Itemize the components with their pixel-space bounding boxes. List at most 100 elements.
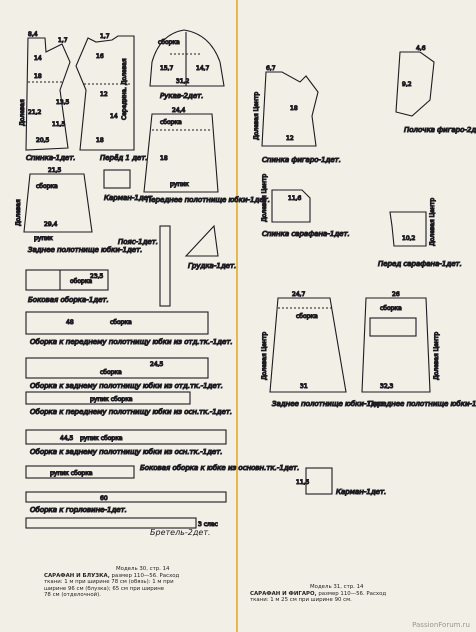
svg-text:Рукав-2дет.: Рукав-2дет. xyxy=(160,92,203,100)
svg-text:14: 14 xyxy=(34,55,42,62)
svg-text:48: 48 xyxy=(66,319,74,326)
svg-text:Оборка к переднему полотнищу ю: Оборка к переднему полотнищу юбки из отд… xyxy=(30,338,233,346)
svg-text:сборка: сборка xyxy=(158,39,180,46)
piece-ruffle-2: 24,5 сборка Оборка к заднему полотнищу ю… xyxy=(25,357,224,391)
piece-back-sarafan: 11,6 Долевая Центр Спинка сарафана-1дет. xyxy=(260,173,350,238)
svg-text:Перед сарафана-1дет.: Перед сарафана-1дет. xyxy=(378,260,462,268)
svg-text:Долевая Центр: Долевая Центр xyxy=(253,92,260,140)
footer-right-size: размер 110—56. Расход xyxy=(318,590,387,597)
footer-left-line1: САРАФАН И БЛУЗКА, размер 110—56. Расход xyxy=(44,573,230,580)
svg-text:1,7: 1,7 xyxy=(100,33,110,40)
piece-ruffle-1: 48 сборка Оборка к переднему полотнищу ю… xyxy=(25,311,233,347)
footer-right-line2: ткани: 1 м 25 см при ширине 90 см. xyxy=(250,597,352,604)
svg-text:18: 18 xyxy=(290,105,298,112)
svg-text:13,5: 13,5 xyxy=(56,99,70,106)
svg-text:44,5: 44,5 xyxy=(60,435,74,442)
svg-text:60: 60 xyxy=(100,495,108,502)
svg-text:1,7: 1,7 xyxy=(58,37,68,44)
svg-text:Переднее полотнище юбки-1дет.: Переднее полотнище юбки-1дет. xyxy=(146,196,270,204)
svg-text:21,2: 21,2 xyxy=(28,109,42,116)
svg-text:24,5: 24,5 xyxy=(150,361,164,368)
svg-text:6,7: 6,7 xyxy=(266,65,276,72)
svg-text:15,7: 15,7 xyxy=(160,65,174,72)
svg-text:18: 18 xyxy=(34,73,42,80)
svg-text:20,5: 20,5 xyxy=(36,137,50,144)
svg-text:18: 18 xyxy=(96,137,104,144)
piece-ruffle-4: 44,5 рупик сборка Оборка к заднему полот… xyxy=(25,429,227,457)
svg-text:Заднее полотнище юбки-1дет.: Заднее полотнище юбки-1дет. xyxy=(272,400,386,408)
watermark: PassionForum.ru xyxy=(412,621,470,629)
footer-right-model: Модель 31, стр. 14 xyxy=(310,584,364,590)
svg-text:31,2: 31,2 xyxy=(176,78,190,85)
svg-text:Долевая: Долевая xyxy=(19,99,26,126)
svg-text:Долевая: Долевая xyxy=(15,199,22,226)
svg-text:23,5: 23,5 xyxy=(90,273,104,280)
svg-text:Долевая Центр: Долевая Центр xyxy=(433,332,440,380)
svg-text:29,4: 29,4 xyxy=(44,221,58,228)
svg-text:12: 12 xyxy=(100,91,108,98)
svg-text:сборка: сборка xyxy=(110,319,132,326)
footer-left-line2: ткани: 1 м при ширине 78 см (обязь): 1 м… xyxy=(44,579,174,586)
svg-text:26: 26 xyxy=(392,291,400,298)
svg-text:18: 18 xyxy=(160,155,168,162)
svg-text:Долевая Центр: Долевая Центр xyxy=(261,174,268,222)
piece-back-figaro: 6,7 18 12 Долевая Центр Спинка фигаро-1д… xyxy=(252,64,341,164)
center-divider xyxy=(236,0,238,632)
footer-left-line4: 78 см (отделочной). xyxy=(44,592,101,599)
piece-sleeve: сборка 15,7 14,7 31,2 Рукав-2дет. xyxy=(149,29,225,101)
piece-side-ruffle-2: рупик сборка Боковая оборка к юбке из ос… xyxy=(25,463,300,479)
svg-text:14: 14 xyxy=(110,113,118,120)
svg-text:12: 12 xyxy=(286,135,294,142)
svg-text:11,6: 11,6 xyxy=(288,195,302,202)
footer-left-size: размер 110—56. Расход xyxy=(111,572,180,579)
svg-text:Спинка-1дет.: Спинка-1дет. xyxy=(26,154,76,162)
svg-text:16: 16 xyxy=(96,53,104,60)
footer-left-title: САРАФАН И БЛУЗКА, xyxy=(44,572,110,579)
piece-front-bodice: 1,7 16 12 14 18 Середина. Долевая Перёд … xyxy=(75,32,148,163)
svg-text:рупик: рупик xyxy=(34,235,53,242)
svg-text:32,3: 32,3 xyxy=(380,383,394,390)
piece-back-panel: 24,7 сборка 31 Долевая Центр Заднее поло… xyxy=(260,290,387,408)
svg-text:14,7: 14,7 xyxy=(196,65,210,72)
footer-left: Модель 30, стр. 14 САРАФАН И БЛУЗКА, раз… xyxy=(44,566,230,599)
footer-right-title: САРАФАН И ФИГАРО, xyxy=(250,590,317,597)
svg-text:Боковая оборка-1дет.: Боковая оборка-1дет. xyxy=(28,296,109,304)
svg-text:8,4: 8,4 xyxy=(28,31,38,38)
piece-front-sarafan: 10,2 Долевая Центр Перед сарафана-1дет. xyxy=(377,197,462,268)
svg-text:рупик сборка: рупик сборка xyxy=(50,470,93,477)
svg-text:сборка: сборка xyxy=(100,369,122,376)
svg-text:11,5: 11,5 xyxy=(296,479,310,486)
svg-text:сборка: сборка xyxy=(160,119,182,126)
svg-text:9,2: 9,2 xyxy=(402,81,412,88)
svg-text:оборка: оборка xyxy=(70,278,92,285)
svg-text:Оборка к горловине-1дет.: Оборка к горловине-1дет. xyxy=(30,506,127,514)
svg-text:Переднее полотнище юбки-1дет.: Переднее полотнище юбки-1дет. xyxy=(368,400,476,408)
svg-text:сборка: сборка xyxy=(296,313,318,320)
svg-text:рупик: рупик xyxy=(170,181,189,188)
svg-text:24,7: 24,7 xyxy=(292,291,306,298)
svg-text:4,6: 4,6 xyxy=(416,45,426,52)
footer-right-line1: САРАФАН И ФИГАРО, размер 110—56. Расход xyxy=(250,591,450,598)
svg-text:сборка: сборка xyxy=(380,305,402,312)
piece-gusset: Грудка-1дет. xyxy=(184,224,237,271)
piece-neck-ruffle: 60 Оборка к горловине-1дет. xyxy=(25,491,227,515)
piece-front-skirt: 24,4 сборка 18 рупик Переднее полотнище … xyxy=(143,106,270,205)
piece-front-panel: 26 сборка 32,3 Долевая Центр Переднее по… xyxy=(361,290,476,409)
piece-pocket-right: 11,5 Карман-1дет. xyxy=(295,467,387,497)
svg-text:Долевая Центр: Долевая Центр xyxy=(429,198,436,246)
svg-text:Полочка фигаро-2дет.: Полочка фигаро-2дет. xyxy=(404,126,476,134)
footer-right: Модель 31, стр. 14 САРАФАН И ФИГАРО, раз… xyxy=(250,584,450,604)
footer-left-model: Модель 30, стр. 14 xyxy=(116,566,170,572)
piece-ruffle-3: рупик сборка Оборка к переднему полотнищ… xyxy=(25,391,233,417)
svg-text:Карман-1дет.: Карман-1дет. xyxy=(336,488,386,496)
piece-back-bodice: 8,4 1,7 14 18 21,2 13,5 11,5 20,5 Долева… xyxy=(18,30,76,162)
strap-caption: Бретель-2дет. xyxy=(150,528,211,537)
svg-text:Спинка фигаро-1дет.: Спинка фигаро-1дет. xyxy=(262,156,341,164)
svg-text:10,2: 10,2 xyxy=(402,235,416,242)
svg-text:Долевая Центр: Долевая Центр xyxy=(261,332,268,380)
svg-text:Карман-1дет.: Карман-1дет. xyxy=(104,194,154,202)
svg-text:Перёд 1 дет.: Перёд 1 дет. xyxy=(100,154,148,162)
svg-text:Оборка к заднему полотнищу юбк: Оборка к заднему полотнищу юбки из осн.т… xyxy=(30,448,223,456)
